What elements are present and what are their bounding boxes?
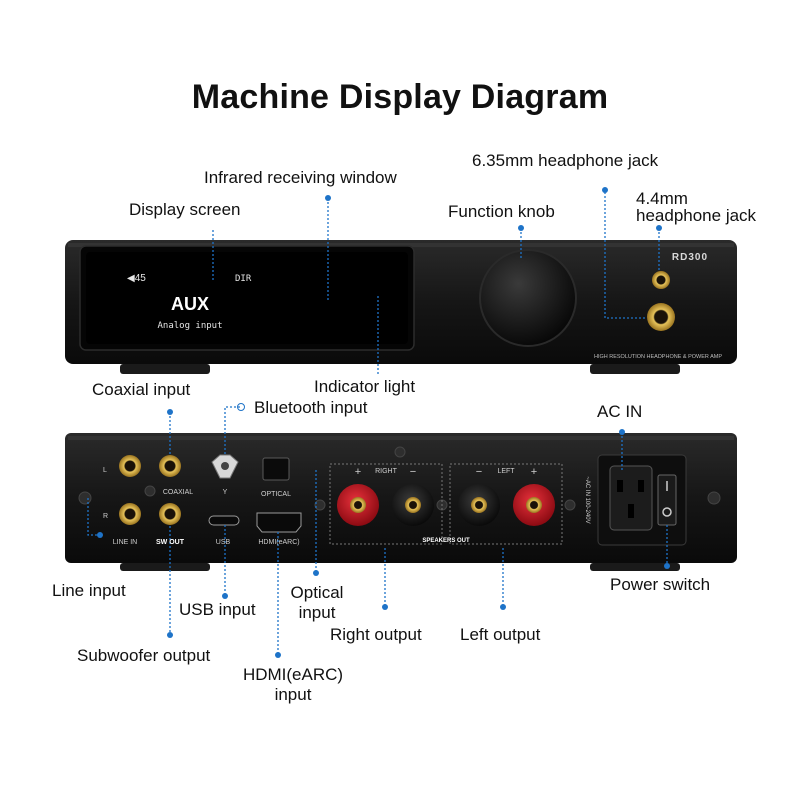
label-hdmi-line1: HDMI(eARC) <box>242 665 344 684</box>
label-bluetooth-input: Bluetooth input <box>254 398 368 417</box>
silk-r: R <box>103 513 108 520</box>
label-function-knob: Function knob <box>448 202 555 221</box>
silk-l: L <box>103 467 107 474</box>
silk-right: RIGHT <box>375 468 398 475</box>
label-left-output: Left output <box>460 625 541 644</box>
screen-source-sub: Analog input <box>157 321 222 331</box>
silk-line-in: LINE IN <box>113 539 138 546</box>
screen-source: AUX <box>171 294 209 314</box>
silk-speakers: SPEAKERS OUT <box>422 538 470 544</box>
usb-port <box>208 515 240 526</box>
screw <box>314 499 326 511</box>
label-usb-input: USB input <box>179 600 256 619</box>
silk-plus: + <box>355 466 361 478</box>
label-ac-in: AC IN <box>597 402 643 421</box>
function-knob <box>479 249 577 347</box>
hdmi-port <box>256 512 302 533</box>
front-foot-right <box>590 364 680 374</box>
optical-port <box>262 457 290 481</box>
rear-foot-left <box>120 563 210 571</box>
silk-left: LEFT <box>497 468 515 475</box>
screw <box>707 491 721 505</box>
screw <box>144 485 156 497</box>
label-infrared-window: Infrared receiving window <box>204 168 397 187</box>
front-foot-left <box>120 364 210 374</box>
screw <box>394 446 406 458</box>
silk-sw-out: SW OUT <box>156 539 185 546</box>
headphone-44-jack <box>652 271 670 289</box>
subwoofer-jack <box>159 503 181 525</box>
silk-optical: OPTICAL <box>261 491 291 498</box>
label-optical-line1: Optical <box>290 583 344 602</box>
label-headphone-44-line1: 4.4mm <box>636 189 688 208</box>
model-text: HIGH RESOLUTION HEADPHONE & POWER AMP <box>594 354 722 360</box>
line-in-r-jack <box>119 503 141 525</box>
label-coaxial-input: Coaxial input <box>92 380 191 399</box>
leader-lines <box>87 192 668 655</box>
label-line-input: Line input <box>52 581 126 600</box>
screen-dir: DIR <box>235 274 252 284</box>
silk-minus: − <box>410 466 416 478</box>
headphone-635-jack <box>647 303 675 331</box>
rear-foot-right <box>590 563 680 571</box>
line-in-l-jack <box>119 455 141 477</box>
label-display-screen: Display screen <box>129 200 241 219</box>
page-title: Machine Display Diagram <box>191 78 609 116</box>
silk-ac: ~AC IN 100-240V <box>584 476 590 523</box>
right-speaker-box <box>329 463 443 545</box>
left-speaker-box <box>449 463 563 545</box>
label-right-output: Right output <box>330 625 422 644</box>
label-headphone-44-line2: headphone jack <box>636 206 757 225</box>
label-subwoofer-output: Subwoofer output <box>77 646 211 665</box>
label-hdmi-line2: input <box>274 685 312 704</box>
label-optical-line2: input <box>298 603 336 622</box>
silk-antenna: Y <box>223 489 228 496</box>
label-power-switch: Power switch <box>610 575 711 594</box>
ac-socket <box>609 465 653 531</box>
silk-minus: − <box>476 466 482 478</box>
silk-coaxial: COAXIAL <box>163 489 193 496</box>
front-panel <box>65 240 737 374</box>
rear-panel <box>65 433 737 571</box>
screw <box>564 499 576 511</box>
brand-logo: RD300 <box>672 252 708 263</box>
screen-volume: ◀45 <box>127 273 146 284</box>
screw <box>78 491 92 505</box>
silk-usb: USB <box>216 539 231 546</box>
label-headphone-635: 6.35mm headphone jack <box>472 151 659 170</box>
label-indicator-light: Indicator light <box>314 377 416 396</box>
silk-hdmi: HDMI(eARC) <box>258 539 299 546</box>
silk-plus: + <box>531 466 537 478</box>
coaxial-jack <box>159 455 181 477</box>
leader-dots <box>97 187 670 658</box>
